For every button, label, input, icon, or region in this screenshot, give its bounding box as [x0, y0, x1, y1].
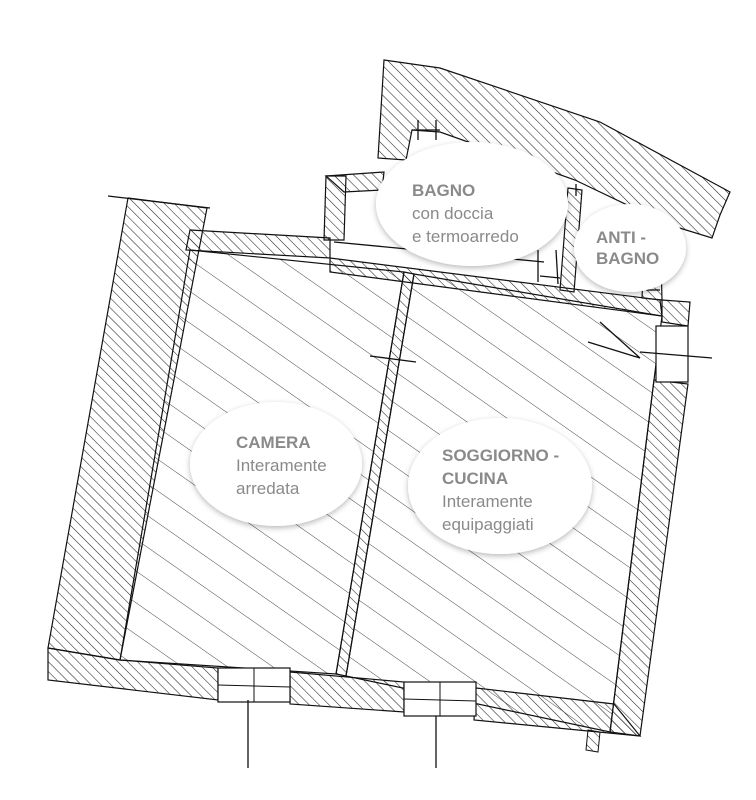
soggiorno-line1: SOGGIORNO -	[442, 446, 559, 465]
soggiorno-line2: CUCINA	[442, 469, 508, 488]
label-soggiorno: SOGGIORNO - CUCINA Interamente equipaggi…	[408, 418, 592, 554]
soggiorno-line3: Interamente	[442, 492, 533, 511]
wall-stub	[585, 729, 601, 753]
label-camera: CAMERA Interamente arredata	[190, 402, 362, 526]
antibagno-line2: BAGNO	[596, 249, 659, 268]
label-antibagno: ANTI - BAGNO	[574, 204, 686, 292]
bagno-title: BAGNO	[412, 181, 475, 200]
bagno-line3: e termoarredo	[412, 227, 519, 246]
camera-title: CAMERA	[236, 433, 311, 452]
label-bagno: BAGNO con doccia e termoarredo	[376, 142, 568, 266]
camera-line2: Interamente	[236, 456, 327, 475]
camera-line3: arredata	[236, 479, 300, 498]
bagno-line2: con doccia	[412, 204, 494, 223]
door-right	[655, 325, 689, 383]
antibagno-line1: ANTI -	[596, 228, 646, 247]
soggiorno-line4: equipaggiati	[442, 515, 534, 534]
wall-right-upper	[661, 299, 691, 327]
openings	[217, 325, 689, 717]
